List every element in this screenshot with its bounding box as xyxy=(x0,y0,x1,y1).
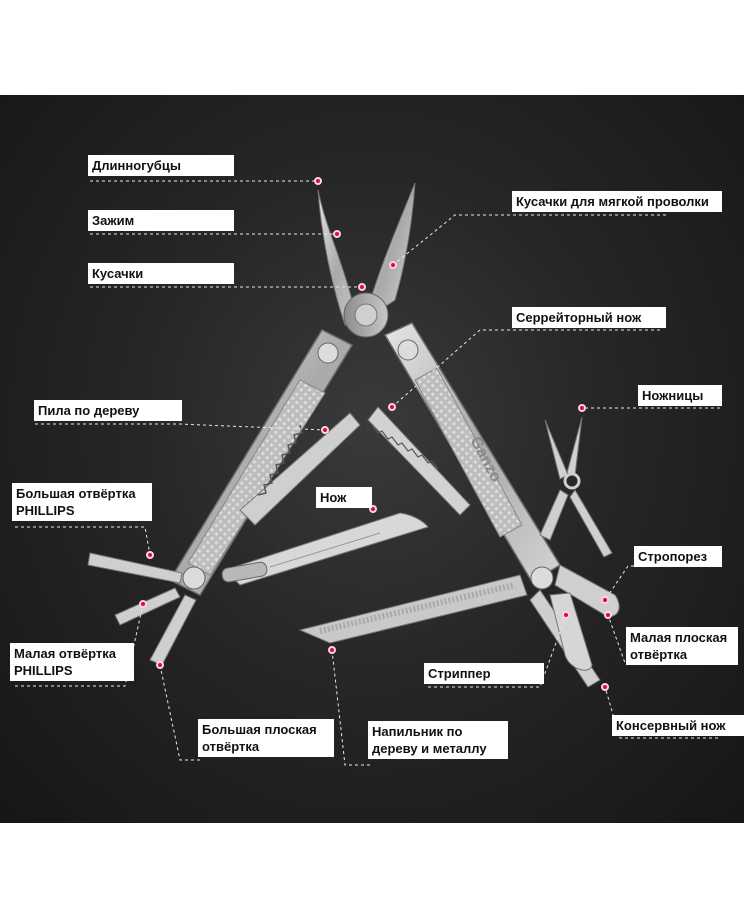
rivet-right-bottom xyxy=(530,566,554,590)
marker-wood-saw xyxy=(321,426,329,434)
label-serrated-knife: Серрейторный нож xyxy=(512,307,666,328)
rivet-right-top xyxy=(397,339,419,361)
label-small-flat: Малая плоская отвёртка xyxy=(626,627,738,665)
label-wire-cutters: Кусачки xyxy=(88,263,234,284)
leader-large-phillips xyxy=(15,526,151,556)
marker-can-opener xyxy=(601,683,609,691)
label-wood-saw: Пила по дереву xyxy=(34,400,182,421)
marker-knife xyxy=(369,505,377,513)
label-file: Напильник по дереву и металлу xyxy=(368,721,508,759)
knife-blade xyxy=(224,512,429,586)
label-soft-wire-cutters: Кусачки для мягкой проволки xyxy=(512,191,722,212)
stripper xyxy=(549,592,593,671)
plier-jaw-right xyxy=(371,182,416,311)
large-phillips-shaft xyxy=(87,552,183,584)
marker-serrated xyxy=(388,403,396,411)
rivet-left-bottom xyxy=(182,566,206,590)
marker-strap-cutter xyxy=(601,596,609,604)
leader-soft-wire xyxy=(392,214,666,266)
label-clamp: Зажим xyxy=(88,210,234,231)
leader-can-opener xyxy=(604,686,718,739)
label-small-phillips: Малая отвёртка PHILLIPS xyxy=(10,643,134,681)
leader-serrated xyxy=(391,329,660,408)
label-scissors: Ножницы xyxy=(638,385,722,406)
marker-wire-cutters xyxy=(358,283,366,291)
scissors-arm xyxy=(539,489,569,541)
scissors-blade-b xyxy=(566,416,583,476)
marker-small-phillips xyxy=(139,600,147,608)
marker-clamp xyxy=(333,230,341,238)
label-long-nose-pliers: Длинногубцы xyxy=(88,155,234,176)
scissors-blade-a xyxy=(544,419,569,480)
multitool-illustration: Ganzo xyxy=(15,180,720,766)
label-strap-cutter: Стропорез xyxy=(634,546,722,567)
label-can-opener: Консервный нож xyxy=(612,715,744,736)
knife-handle-slot xyxy=(221,561,268,583)
label-large-phillips: Большая отвёртка PHILLIPS xyxy=(12,483,152,521)
serrated-knife-blade xyxy=(367,406,471,516)
marker-stripper xyxy=(562,611,570,619)
marker-small-flat xyxy=(604,611,612,619)
leader-large-flat xyxy=(159,664,200,761)
leader-file xyxy=(331,649,370,766)
leader-strap-cutter xyxy=(604,565,718,601)
marker-large-flat xyxy=(156,661,164,669)
leader-stripper xyxy=(428,614,567,688)
small-phillips-shaft xyxy=(114,587,181,626)
marker-long-nose xyxy=(314,177,322,185)
leader-small-phillips xyxy=(15,603,144,687)
label-large-flat: Большая плоская отвёртка xyxy=(198,719,334,757)
wood-saw-blade xyxy=(239,412,361,526)
marker-file xyxy=(328,646,336,654)
marker-large-phillips xyxy=(146,551,154,559)
rivet-left-top xyxy=(317,342,339,364)
marker-soft-wire xyxy=(389,261,397,269)
dark-background: Ganzo Длинн xyxy=(0,95,744,823)
leader-wood-saw xyxy=(35,423,326,431)
label-knife: Нож xyxy=(316,487,372,508)
label-stripper: Стриппер xyxy=(424,663,544,684)
marker-scissors xyxy=(578,404,586,412)
